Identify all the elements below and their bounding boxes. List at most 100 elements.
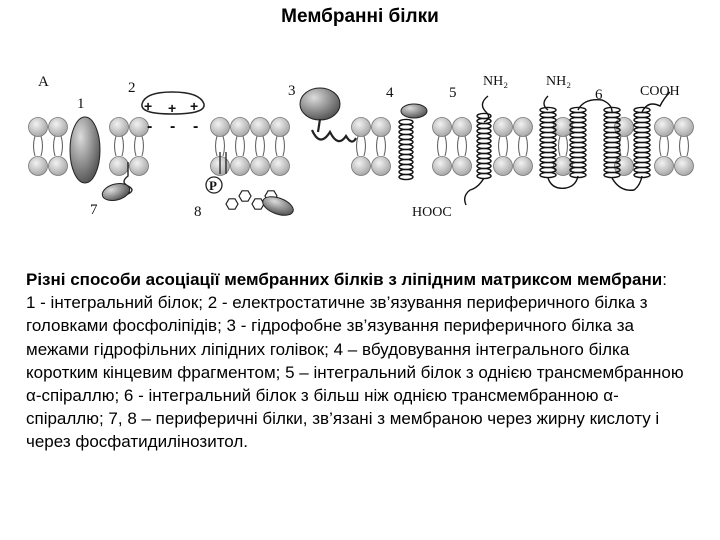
helix-turn: [476, 172, 492, 180]
lipid-head: [28, 117, 48, 137]
peripheral-protein-8: [262, 196, 294, 216]
lipid-head: [654, 156, 674, 176]
negative-charges: - - -: [147, 118, 198, 135]
lipid-heads-top: [28, 117, 694, 137]
lipid-tail: [355, 135, 367, 157]
lipid-tail: [557, 135, 569, 157]
label-3: 3: [288, 83, 296, 99]
membrane-proteins-diagram: A 1 2 3 4 5 6 7 8 NH₂ NH₂ COOH HOOC + + …: [28, 74, 694, 220]
lipid-tail: [497, 135, 509, 157]
lipid-head: [674, 156, 694, 176]
label-5: 5: [449, 85, 457, 101]
lipid-head: [48, 156, 68, 176]
caption-colon: :: [662, 270, 667, 289]
caption-body: 1 - інтегральний білок; 2 - електростати…: [26, 293, 684, 452]
helix-6c: [603, 106, 621, 179]
lipid-head: [210, 117, 230, 137]
lipid-head: [48, 117, 68, 137]
lipid-tail: [274, 135, 286, 157]
peripheral-protein-7: [101, 182, 131, 202]
lipid-head: [513, 117, 533, 137]
lipid-head: [109, 117, 129, 137]
helix-4: [398, 118, 414, 181]
helix-turn: [398, 173, 414, 181]
helix-6b: [569, 106, 587, 179]
lipid-tails: [32, 135, 690, 157]
peripheral-protein-2: [141, 91, 205, 115]
svg-text:-: -: [193, 118, 198, 135]
lipid-tail: [214, 135, 226, 157]
lipid-head: [250, 117, 270, 137]
nh2-label-5: NH₂: [483, 74, 508, 89]
lipid-head: [351, 156, 371, 176]
lipid-head: [493, 156, 513, 176]
hooc-label: HOOC: [412, 205, 452, 220]
figure-caption: Різні способи асоціації мембранних білкі…: [26, 268, 696, 454]
panel-label: A: [38, 74, 49, 90]
label-1: 1: [77, 96, 85, 112]
protein-3-anchor: [310, 118, 357, 143]
helix-turn: [603, 171, 621, 179]
sugar-ring: [225, 198, 239, 210]
lipid-head: [432, 156, 452, 176]
positive-charges: + + +: [144, 98, 198, 116]
lipid-tail: [234, 135, 246, 157]
lipid-head: [109, 156, 129, 176]
lipid-tail: [52, 135, 64, 157]
lipid-tail: [32, 135, 44, 157]
peripheral-protein-3: [299, 87, 341, 121]
lipid-head: [654, 117, 674, 137]
lipid-head: [452, 156, 472, 176]
lipid-tail: [618, 135, 630, 157]
lipid-head: [351, 117, 371, 137]
lipid-head: [452, 117, 472, 137]
label-2: 2: [128, 80, 136, 96]
helix-6a: [539, 106, 557, 179]
lipid-head: [553, 156, 573, 176]
lipid-head: [129, 156, 149, 176]
lipid-tail: [133, 135, 145, 157]
lipid-head: [674, 117, 694, 137]
lipid-tail: [113, 135, 125, 157]
svg-text:+: +: [144, 98, 152, 114]
nh2-label-6: NH₂: [546, 74, 571, 89]
lipid-tail: [658, 135, 670, 157]
helix-6d: [633, 106, 651, 179]
lipid-head: [270, 117, 290, 137]
svg-text:-: -: [170, 118, 175, 135]
protein-5-chain: [463, 95, 490, 206]
label-6: 6: [595, 87, 603, 103]
lipid-tail: [517, 135, 529, 157]
lipid-tail: [254, 135, 266, 157]
helix-5: [476, 112, 492, 180]
lipid-head: [493, 117, 513, 137]
lipid-head: [230, 117, 250, 137]
label-7: 7: [90, 202, 98, 218]
lipid-head: [432, 117, 452, 137]
lipid-head: [230, 156, 250, 176]
integral-protein-1: [69, 116, 101, 184]
lipid-tail: [375, 135, 387, 157]
lipid-head: [371, 117, 391, 137]
lipid-head: [371, 156, 391, 176]
lipid-head: [129, 117, 149, 137]
helix-turn: [539, 171, 557, 179]
lipid-head: [28, 156, 48, 176]
lipid-tail: [456, 135, 468, 157]
lipid-tail: [678, 135, 690, 157]
protein-6-chain: [543, 91, 671, 191]
label-8: 8: [194, 204, 202, 220]
sugar-chain-8: [225, 190, 278, 210]
caption-lead: Різні способи асоціації мембранних білкі…: [26, 270, 663, 289]
sugar-ring: [238, 190, 252, 202]
phosphate-group: [205, 176, 223, 194]
pi-anchor-8: [219, 152, 227, 174]
helix-turn: [633, 171, 651, 179]
lipid-head: [513, 156, 533, 176]
lipid-head: [250, 156, 270, 176]
integral-protein-4: [400, 103, 428, 119]
page-title: Мембранні білки: [281, 6, 439, 27]
cooh-label: COOH: [640, 84, 680, 99]
svg-text:+: +: [190, 98, 198, 114]
sugar-ring: [251, 198, 265, 210]
